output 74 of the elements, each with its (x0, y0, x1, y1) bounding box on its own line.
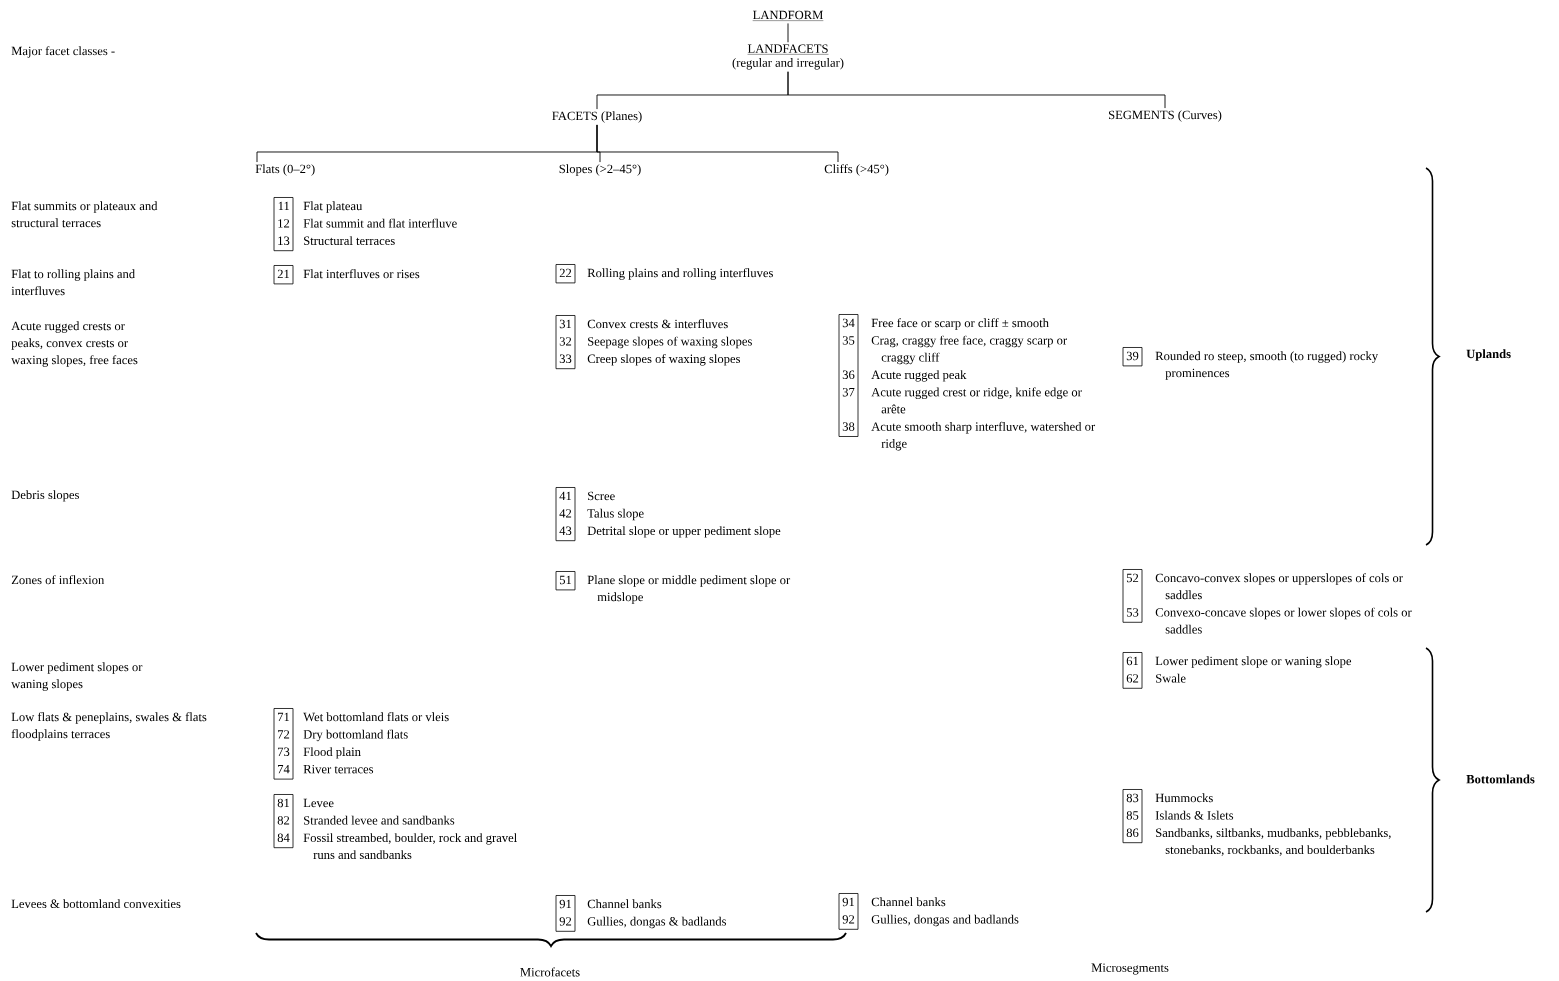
code-box: 11 12 13 (273, 197, 294, 252)
description-text: Rounded ro steep, smooth (to rugged) rocky prominences (1155, 351, 1379, 380)
heading-text: Flats (0–2°) (255, 164, 315, 176)
code-box: 91 92 (838, 893, 859, 930)
description-text: Lower pediment slope or waning slope (1155, 656, 1352, 668)
description-text: Levee (303, 798, 334, 808)
heading-text: Slopes (>2–45°) (559, 164, 641, 176)
description-text: Channel banks (871, 897, 946, 907)
code-box: 34 35 36 37 38 (838, 314, 859, 437)
code-box: 52 53 (1122, 569, 1143, 623)
connector-line (787, 23, 789, 43)
code-box: 81 82 84 (273, 794, 294, 849)
description-text: Flat plateau (303, 201, 363, 213)
code-box: 41 42 43 (555, 487, 576, 542)
row-label: Lower pediment slopes or waning slopes (11, 662, 143, 691)
row-label: Debris slopes (11, 490, 79, 502)
description-text: Flood plain (303, 747, 361, 759)
description-text: Acute smooth sharp interfluve, watershed or ridge (871, 421, 1096, 451)
group-label: Microfacets (520, 967, 580, 977)
description-text: Seepage slopes of waxing slopes (588, 336, 752, 349)
description-text: Acute rugged peak (871, 370, 967, 382)
description-text: Creep slopes of waxing slopes (587, 354, 740, 366)
description-text: Stranded levee and sandbanks (304, 815, 455, 825)
description-text: Rolling plains and rolling interfluves (587, 268, 773, 280)
description-text: Swale (1156, 673, 1186, 683)
row-label: Levees & bottomland convexities (11, 899, 181, 909)
code-box: 22 (555, 264, 576, 284)
description-text: Sandbanks, siltbanks, mudbanks, pebblebanks, stonebanks, rockbanks, and boulderbanks (1156, 828, 1391, 856)
connector-line (596, 124, 839, 163)
code-box: 71 72 73 74 (273, 708, 294, 780)
row-label: Zones of inflexion (11, 575, 105, 585)
description-text: Detrital slope or upper pediment slope (587, 526, 781, 538)
code-box: 21 (273, 265, 294, 285)
heading-text: LANDFACETS (regular and irregular) (732, 44, 844, 70)
description-text: Concavo-convex slopes or upperslopes of cols or saddles (1155, 573, 1403, 600)
code-box: 61 62 (1122, 652, 1143, 689)
description-text: Channel banks (587, 899, 662, 909)
description-text: Convexo-concave slopes or lower slopes of cols or saddles (1155, 607, 1412, 634)
row-label: Major facet classes - (11, 46, 115, 58)
code-box: 51 (555, 571, 576, 591)
description-text: Gullies, dongas and badlands (871, 914, 1019, 927)
heading-text: LANDFORM (752, 10, 824, 21)
description-text: Flat interfluves or rises (303, 269, 420, 279)
description-text: Convex crests & interfluves (587, 319, 728, 329)
description-text: Hummocks (1155, 793, 1213, 803)
description-text: Scree (588, 491, 615, 501)
description-text: Acute rugged crest or ridge, knife edge or arête (871, 387, 1082, 414)
description-text: Wet bottomland flats or vleis (303, 712, 449, 722)
heading-text: SEGMENTS (Curves) (1109, 110, 1222, 122)
group-label: Bottomlands (1466, 774, 1535, 784)
code-box: 39 (1122, 347, 1143, 367)
group-label: Uplands (1466, 349, 1511, 361)
description-text: River terraces (303, 764, 374, 774)
description-text: Dry bottomland flats (303, 729, 408, 742)
code-box: 83 85 86 (1122, 789, 1143, 844)
description-text: Fossil streambed, boulder, rock and gravel runs and sandbanks (303, 833, 517, 859)
description-text: Structural terraces (304, 236, 395, 245)
code-box: 91 92 (555, 895, 576, 932)
heading-text: FACETS (Planes) (552, 111, 642, 123)
description-text: Plane slope or middle pediment slope or midslope (587, 575, 791, 604)
description-text: Gullies, dongas & badlands (587, 916, 727, 929)
row-label: Low flats & peneplains, swales & flats floodplains terraces (11, 712, 207, 741)
code-box: 31 32 33 (555, 315, 576, 370)
row-label: Flat to rolling plains and interfluves (11, 269, 135, 296)
connector-line (787, 71, 1166, 109)
row-label: Acute rugged crests or peaks, convex crests or waxing slopes, free faces (11, 321, 138, 367)
description-text: Talus slope (587, 508, 644, 521)
description-text: Flat summit and flat interfluve (303, 218, 457, 228)
heading-text: Cliffs (>45°) (824, 164, 889, 176)
description-text: Free face or scarp or cliff ± smooth (871, 318, 1049, 330)
description-text: Crag, craggy free face, craggy scarp or craggy cliff (871, 335, 1067, 365)
group-label: Microsegments (1091, 963, 1169, 975)
row-label: Flat summits or plateaux and structural terraces (11, 201, 158, 228)
description-text: Islands & Islets (1155, 810, 1234, 820)
